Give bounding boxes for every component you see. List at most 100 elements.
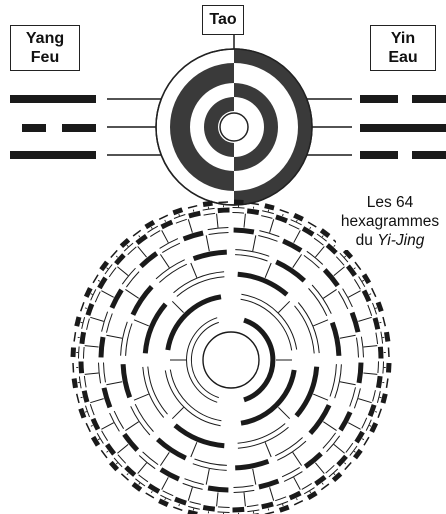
yang-label-line2: Feu xyxy=(11,48,79,67)
wheel-spoke-outer xyxy=(179,504,180,506)
hexagram-arc xyxy=(352,313,358,333)
hexagram-arc-inner xyxy=(302,483,312,489)
hexagram-arc xyxy=(310,405,329,433)
hexagram-outer-mark xyxy=(146,222,154,227)
hexagram-arc-inner xyxy=(330,364,336,396)
wheel-spoke xyxy=(90,399,103,403)
wheel-spoke-outer xyxy=(116,463,117,464)
wheel-spoke-outer xyxy=(362,439,364,440)
wheel-spoke-outer xyxy=(362,280,364,281)
hexagram-outer-mark xyxy=(159,501,168,505)
hexagram-arc-inner xyxy=(185,479,204,485)
wheel-spoke xyxy=(278,301,289,312)
hexagram-arc xyxy=(296,367,316,416)
hexagram-arc-outer xyxy=(307,251,323,264)
wheel-spoke-outer xyxy=(165,220,166,222)
wheel-spoke-outer xyxy=(310,491,311,493)
hexagram-outer-mark xyxy=(355,450,361,458)
tao-label-text: Tao xyxy=(203,10,243,29)
hexagram-arc-outer xyxy=(343,289,353,307)
hexagram-outer-mark xyxy=(364,275,369,283)
hexagram-arc xyxy=(203,507,215,509)
hexagram-arc xyxy=(262,504,273,507)
hexagram-arc xyxy=(162,222,173,227)
hexagram-arc xyxy=(234,230,254,232)
hexagram-arc xyxy=(276,217,287,221)
hexagram-arc xyxy=(247,211,259,213)
wheel-spoke-outer xyxy=(139,483,140,485)
wheel-spoke xyxy=(125,289,138,298)
hexagram-outer-mark xyxy=(364,437,369,445)
hexagram-arc-inner xyxy=(143,452,159,465)
hexagram-arc-outer xyxy=(259,231,279,237)
wheel-spoke xyxy=(363,373,377,374)
caption-line3-prefix: du xyxy=(356,232,378,249)
wheel-spoke-outer xyxy=(179,214,180,216)
hexagram-arc-inner xyxy=(275,438,302,456)
hexagram-outer-mark xyxy=(378,409,381,418)
hexagram-arc-inner xyxy=(118,455,126,464)
hexagram-arc-outer xyxy=(160,239,178,249)
hexagram-outer-mark xyxy=(93,275,98,283)
hexagram-outer-mark xyxy=(81,302,84,311)
hexagram-arc xyxy=(88,304,92,315)
hexagram-outer-mark xyxy=(250,203,259,204)
hexagram-arc xyxy=(112,290,122,308)
wheel-spoke xyxy=(293,254,302,267)
wheel-spoke xyxy=(134,394,149,400)
hexagram-outer-mark xyxy=(173,507,182,510)
hexagram-arc-inner xyxy=(204,213,216,215)
hexagram-arc xyxy=(348,266,355,275)
wheel-spoke-outer xyxy=(283,504,284,506)
wheel-spoke-outer xyxy=(85,412,87,413)
hexagram-outer-mark xyxy=(321,230,329,236)
wheel-spoke xyxy=(244,214,245,228)
hexagram-outer-mark xyxy=(308,493,316,498)
hexagram-arc-inner xyxy=(378,361,379,373)
hexagram-arc xyxy=(124,434,137,450)
wheel-spoke xyxy=(191,263,197,278)
caption-line2: hexagrammes xyxy=(336,212,444,231)
wheel-spoke xyxy=(313,320,328,326)
hexagram-arc-inner xyxy=(139,475,148,482)
hexagram-arc xyxy=(238,274,287,294)
hexagram-arc xyxy=(370,405,374,416)
hexagram-outer-mark xyxy=(389,348,390,358)
hexagram-outer-mark xyxy=(378,302,381,311)
hexagram-outer-mark xyxy=(133,230,141,236)
hexagram-outer-mark xyxy=(188,206,197,208)
hexagram-arc xyxy=(104,388,110,408)
hexagram-outer-mark xyxy=(101,262,107,270)
wheel-spoke xyxy=(270,487,274,500)
hexagram-arc-inner xyxy=(376,333,378,345)
hexagram-arc-outer xyxy=(208,228,229,230)
tao-center-dot xyxy=(220,113,248,141)
hexagram-arc xyxy=(194,252,227,259)
yang-line-bottom xyxy=(10,151,96,159)
hexagram-arc-outer xyxy=(99,363,101,384)
wheel-spoke xyxy=(160,254,169,267)
hexagram-arc-inner xyxy=(128,247,137,255)
yin-line-bottom-right xyxy=(412,151,446,159)
wheel-spoke-outer xyxy=(375,308,377,309)
wheel-spoke-outer xyxy=(139,236,140,238)
yang-line-middle-right xyxy=(62,124,96,132)
wheel-spoke xyxy=(217,214,218,228)
hexagram-arc xyxy=(290,493,301,498)
hexagram-arc-inner xyxy=(346,443,353,452)
hexagram-outer-mark xyxy=(86,288,90,297)
hexagram-arc xyxy=(208,488,228,490)
wheel-spoke xyxy=(117,267,128,276)
hexagram-outer-mark xyxy=(383,394,385,403)
wheel-spoke-outer xyxy=(310,227,311,229)
wheel-spoke xyxy=(265,263,271,278)
wheel-spoke xyxy=(340,335,356,338)
hexagram-caption: Les 64 hexagrammes du Yi-Jing xyxy=(336,193,444,250)
hexagram-arc-outer xyxy=(131,406,150,435)
wheel-spoke-outer xyxy=(322,236,323,238)
wheel-spoke xyxy=(294,230,301,242)
hexagram-arc-inner xyxy=(314,238,323,245)
wheel-spoke xyxy=(188,219,192,232)
wheel-spoke xyxy=(278,407,289,418)
